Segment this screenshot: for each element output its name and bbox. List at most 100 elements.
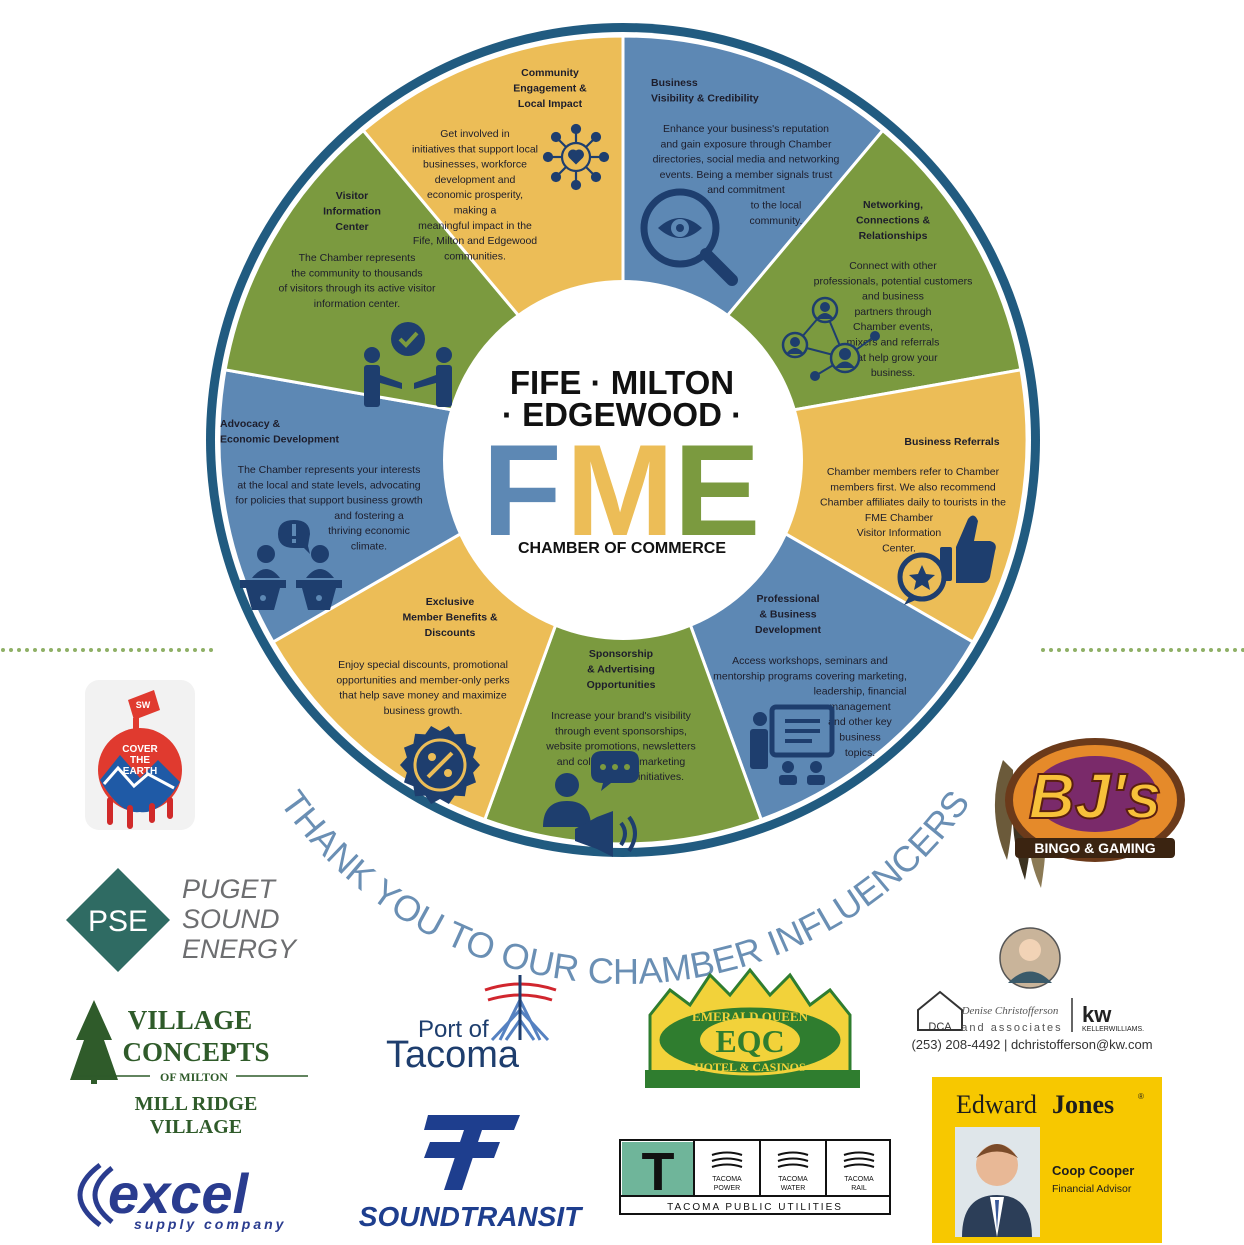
logo-line-1: FIFE · MILTON	[510, 364, 734, 401]
segment-body: mentorship programs covering marketing,	[713, 670, 907, 682]
tpu-water-2: WATER	[781, 1185, 806, 1192]
segment-body: through event sponsorships,	[555, 725, 687, 737]
divider-dot	[81, 648, 85, 652]
excel-name: excel	[108, 1162, 250, 1225]
segment-title: Sponsorship	[589, 648, 653, 660]
segment-body: economic prosperity,	[427, 189, 523, 201]
divider-dot	[1105, 648, 1109, 652]
divider-dot	[73, 648, 77, 652]
segment-title: Community	[521, 67, 579, 79]
village-concepts-logo: VILLAGE CONCEPTS OF MILTON MILL RIDGE VI…	[70, 1000, 308, 1138]
port-line-2: Tacoma	[386, 1034, 520, 1076]
divider-dot	[185, 648, 189, 652]
divider-dot	[97, 648, 101, 652]
eqc-mid: EQC	[715, 1023, 784, 1059]
segment-body: topics.	[845, 747, 875, 759]
excel-tag: supply company	[134, 1216, 286, 1232]
divider-dot	[177, 648, 181, 652]
segment-body: professionals, potential customers	[814, 275, 973, 287]
dca-logo: DCA Denise Christofferson and associates…	[911, 927, 1153, 1052]
segment-body: meaningful impact in the	[418, 220, 532, 232]
divider-dot	[153, 648, 157, 652]
sound-transit-mark	[424, 1115, 520, 1190]
segment-title: Information	[323, 206, 381, 218]
tree-icon	[70, 1000, 118, 1084]
divider-dot	[33, 648, 37, 652]
sound-transit-logo: SOUNDTRANSIT	[359, 1115, 584, 1232]
ej-mark: ®	[1138, 1092, 1144, 1101]
divider-dot	[9, 648, 13, 652]
divider-dot	[49, 648, 53, 652]
segment-title: Economic Development	[220, 434, 340, 446]
divider-dot	[1177, 648, 1181, 652]
segment-body: that help grow your	[848, 352, 938, 364]
magnifier-eye-icon	[640, 188, 738, 286]
kw-mark: kw	[1082, 1002, 1112, 1027]
divider-dot	[1209, 648, 1213, 652]
thumbs-up-star-icon	[897, 515, 996, 605]
segment-body: partners through	[854, 306, 931, 318]
segment-title: Business	[651, 77, 698, 89]
divider-dot	[1225, 648, 1229, 652]
tacoma-public-utilities-logo: T TACOMA POWER TACOMA WATER TACOMA RAIL …	[619, 1139, 891, 1215]
segment-body: directories, social media and networking	[653, 154, 840, 166]
segment-title: Business Referrals	[904, 436, 999, 448]
divider-dot	[1049, 648, 1053, 652]
segment-body: and gain exposure through Chamber	[660, 138, 832, 150]
divider-dot	[145, 648, 149, 652]
divider-dot	[1185, 648, 1189, 652]
port-crane-icon	[484, 975, 557, 1042]
tpu-power-1: TACOMA	[712, 1176, 742, 1183]
presentation-icon	[750, 704, 835, 785]
village-line-2: CONCEPTS	[122, 1037, 269, 1067]
segment-body: communities.	[444, 250, 506, 262]
segment-body: and other key	[828, 716, 892, 728]
dca-house-icon	[917, 990, 963, 1031]
kw-sub: KELLERWILLIAMS.	[1082, 1026, 1144, 1033]
bjs-bingo-logo: BJ's BINGO & GAMING	[994, 738, 1185, 888]
excel-swoosh-icon	[77, 1163, 114, 1227]
community-heart-icon	[542, 123, 610, 191]
divider-dot	[1081, 648, 1085, 652]
excel-supply-logo: excel supply company	[77, 1162, 286, 1232]
dca-script: Denise Christofferson	[961, 1005, 1059, 1017]
segment-body: businesses, workforce	[423, 159, 527, 171]
port-of-tacoma-logo: Port of Tacoma	[386, 975, 557, 1076]
divider-dot	[137, 648, 141, 652]
eqc-bottom: HOTEL & CASINOS	[694, 1060, 806, 1074]
divider-dot	[1121, 648, 1125, 652]
divider-dot	[1089, 648, 1093, 652]
segment-body: Visitor Information	[857, 527, 942, 539]
segment-body: development and	[435, 174, 516, 186]
divider-dot	[201, 648, 205, 652]
segment-title: Local Impact	[518, 98, 583, 110]
segment-title: Visibility & Credibility	[651, 93, 759, 105]
dca-contact: (253) 208-4492 | dchristofferson@kw.com	[911, 1037, 1152, 1052]
tpu-footer: TACOMA PUBLIC UTILITIES	[667, 1202, 843, 1213]
segment-title: Member Benefits &	[402, 612, 498, 624]
divider-dot	[89, 648, 93, 652]
segment-body: events. Being a member signals trust	[660, 169, 833, 181]
segment-body: that help save money and maximize	[339, 690, 507, 702]
pse-diamond	[66, 868, 170, 972]
divider-dot	[1233, 648, 1237, 652]
network-people-icon	[781, 296, 880, 381]
segment-title: Discounts	[425, 627, 476, 639]
discount-badge-icon	[400, 726, 480, 804]
pse-line-3: ENERGY	[182, 934, 298, 964]
divider-dot	[41, 648, 45, 652]
segment-body: information center.	[314, 298, 400, 310]
megaphone-chat-icon	[543, 751, 639, 857]
segment-body: initiatives.	[638, 771, 684, 783]
segment-body: The Chamber represents your interests	[238, 464, 421, 476]
eqc-top: EMERALD QUEEN	[692, 1009, 809, 1024]
sw-badge: SW	[136, 700, 151, 710]
divider-dot	[25, 648, 29, 652]
segment-body: to the local	[751, 200, 802, 212]
pse-logo: PSE PUGET SOUND ENERGY	[66, 868, 298, 972]
tpu-rail-1: TACOMA	[844, 1176, 874, 1183]
segment-title: Engagement &	[513, 83, 587, 95]
pse-line-2: SOUND	[182, 904, 280, 934]
